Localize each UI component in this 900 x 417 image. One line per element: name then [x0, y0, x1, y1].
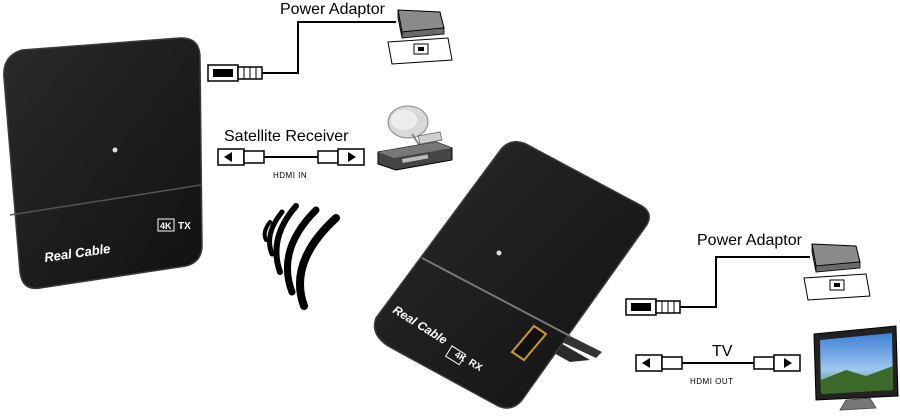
satellite-receiver-icon [377, 105, 453, 171]
rx-wifi-indicator-icon [496, 250, 502, 256]
usb-connector-icon [207, 64, 263, 82]
label-tv: TV [712, 343, 733, 360]
tv-icon [813, 325, 899, 411]
rx-power-cable [680, 256, 810, 308]
transmitter-device: Real Cable 4K TX [3, 37, 203, 290]
usb-connector-icon [625, 298, 681, 316]
tx-badge-4k: 4K [160, 221, 172, 231]
label-hdmi-out: HDMI OUT [690, 377, 734, 386]
hdmi-connector-icon [635, 354, 683, 372]
hdmi-connector-icon [217, 148, 265, 166]
hdmi-connector-icon [317, 148, 365, 166]
label-hdmi-in: HDMI IN [273, 171, 307, 180]
label-satellite-receiver: Satellite Receiver [224, 128, 349, 145]
tx-wifi-indicator-icon [112, 147, 118, 153]
receiver-device: Real Cable 4K RX [373, 141, 650, 409]
power-adaptor-icon [387, 9, 453, 65]
power-adaptor-icon [803, 243, 871, 301]
rx-hdmi-port-icon [510, 324, 548, 362]
tx-power-cable [262, 21, 396, 74]
hdmi-connector-icon [753, 354, 801, 372]
wifi-waves-icon [262, 203, 340, 310]
label-power-adaptor-tx: Power Adaptor [280, 1, 386, 18]
tx-badge-type: TX [178, 221, 191, 232]
label-power-adaptor-rx: Power Adaptor [697, 232, 803, 249]
